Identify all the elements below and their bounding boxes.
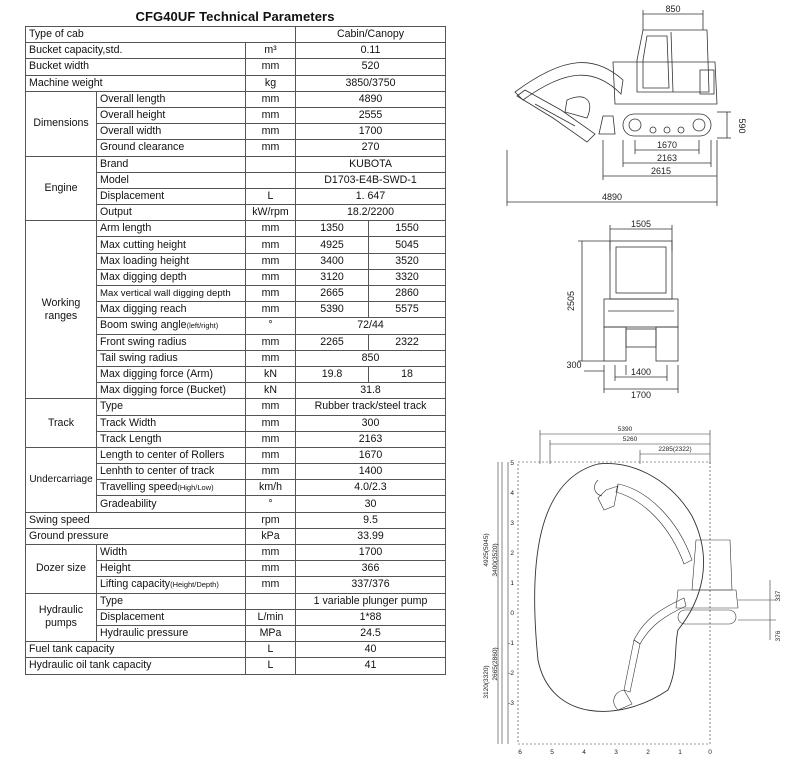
dim-2505: 2505 bbox=[566, 291, 576, 311]
dim-2665: 2665(2860) bbox=[492, 647, 499, 680]
category-dimensions: Dimensions bbox=[25, 90, 97, 157]
working-range-drawing: 5390 5260 2285(2322) 4925(5045) 3400(352… bbox=[483, 426, 782, 756]
svg-text:-3: -3 bbox=[508, 700, 514, 707]
table-row: Machine weight kg 3850/3750 bbox=[25, 74, 447, 92]
side-view-drawing: 850 590 1670 2163 2615 4890 bbox=[506, 4, 747, 206]
svg-text:6: 6 bbox=[518, 749, 522, 756]
table-row: Track Length mm 2163 bbox=[26, 430, 447, 448]
svg-text:0: 0 bbox=[510, 610, 514, 617]
table-row: Fuel tank capacity L 40 bbox=[25, 641, 447, 659]
dim-2285: 2285(2322) bbox=[658, 446, 691, 453]
dim-3400: 3400(3520) bbox=[492, 543, 499, 576]
category-undercarriage: Undercarriage bbox=[25, 446, 97, 513]
dim-590: 590 bbox=[737, 118, 747, 133]
svg-text:3: 3 bbox=[510, 520, 514, 527]
table-row: Front swing radius mm 2265 2322 bbox=[26, 333, 447, 351]
table-row: Max digging force (Bucket) kN 31.8 bbox=[26, 382, 447, 400]
category-engine: Engine bbox=[25, 155, 97, 222]
table-row: Bucket width mm 520 bbox=[25, 58, 447, 76]
category-working-ranges: Working ranges bbox=[25, 220, 97, 400]
table-row: Dozer size Width mm 1700 bbox=[25, 543, 447, 594]
dim-2163: 2163 bbox=[657, 153, 677, 163]
dim-376: 376 bbox=[775, 630, 782, 641]
dim-2615: 2615 bbox=[651, 166, 671, 176]
table-row: Undercarriage Length to center of Roller… bbox=[25, 446, 447, 513]
table-row: Max cutting height mm 4925 5045 bbox=[26, 236, 447, 254]
svg-text:5: 5 bbox=[510, 460, 514, 467]
table-row: Track Type mm Rubber track/steel track bbox=[25, 398, 447, 448]
table-row: Displacement L 1. 647 bbox=[26, 187, 447, 206]
svg-text:1: 1 bbox=[510, 580, 514, 587]
table-row: Engine Brand KUBOTA bbox=[25, 155, 447, 222]
table-row: Bucket capacity,std. m³ 0.11 bbox=[25, 42, 447, 60]
svg-text:2: 2 bbox=[510, 550, 514, 557]
table-row: Overall width mm 1700 bbox=[26, 123, 447, 141]
table-row: Lenhth to center of track mm 1400 bbox=[26, 463, 447, 481]
table-row: Travelling speed(High/Low) km/h 4.0/2.3 bbox=[26, 479, 447, 497]
dim-5390: 5390 bbox=[618, 426, 633, 433]
svg-text:-1: -1 bbox=[508, 640, 514, 647]
category-track: Track bbox=[25, 398, 97, 448]
category-hydraulic-pumps: Hydraulic pumps bbox=[25, 592, 97, 643]
svg-text:0: 0 bbox=[708, 749, 712, 756]
dim-4890: 4890 bbox=[602, 192, 622, 202]
table-row: Ground pressure kPa 33.99 bbox=[25, 527, 447, 546]
table-row: Dimensions Overall length mm 4890 bbox=[25, 90, 447, 157]
table-row: Max digging force (Arm) kN 19.8 18 bbox=[26, 365, 447, 384]
svg-text:4: 4 bbox=[510, 490, 514, 497]
table-row: Type of cab Cabin/Canopy bbox=[25, 25, 447, 44]
svg-text:2: 2 bbox=[646, 749, 650, 756]
svg-text:4: 4 bbox=[582, 749, 586, 756]
table-row: Gradeability ° 30 bbox=[26, 495, 447, 513]
page-title: CFG40UF Technical Parameters bbox=[135, 9, 335, 24]
category-dozer-size: Dozer size bbox=[25, 544, 97, 594]
table-row: Output kW/rpm 18.2/2200 bbox=[26, 204, 447, 222]
svg-text:3: 3 bbox=[614, 749, 618, 756]
table-row: Hydraulic pumps Type 1 variable plunger … bbox=[25, 592, 447, 643]
dim-3120: 3120(3320) bbox=[483, 665, 490, 698]
front-view-drawing: 1505 2505 300 1400 1700 bbox=[566, 219, 679, 400]
dim-1400: 1400 bbox=[631, 367, 651, 377]
dim-1670: 1670 bbox=[657, 140, 677, 150]
svg-text:1: 1 bbox=[678, 749, 682, 756]
table-row: Hydraulic oil tank capacity L 41 bbox=[25, 657, 447, 675]
dim-1505: 1505 bbox=[631, 219, 651, 229]
dim-1700: 1700 bbox=[631, 390, 651, 400]
table-row: Swing speed rpm 9.5 bbox=[25, 511, 447, 529]
dim-337: 337 bbox=[775, 590, 782, 601]
dim-850: 850 bbox=[665, 4, 680, 14]
dim-300: 300 bbox=[566, 360, 581, 370]
table-row: Height mm 366 bbox=[26, 560, 447, 578]
dim-5260: 5260 bbox=[623, 436, 638, 443]
table-row: Working ranges Arm length mm 1350 1550 bbox=[25, 220, 447, 400]
dim-4925: 4925(5045) bbox=[483, 533, 490, 566]
spec-table: Type of cab Cabin/Canopy Bucket capacity… bbox=[25, 25, 447, 675]
svg-text:-2: -2 bbox=[508, 670, 514, 677]
svg-text:5: 5 bbox=[550, 749, 554, 756]
table-row: Track Width mm 300 bbox=[26, 414, 447, 432]
